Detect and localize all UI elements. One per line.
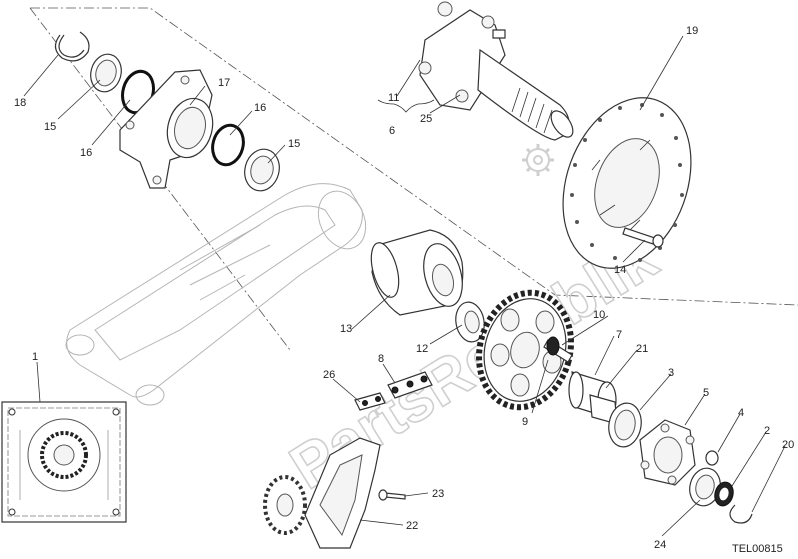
label-17: 17 <box>218 77 230 89</box>
sprocket-flange <box>639 419 696 486</box>
label-13: 13 <box>340 323 352 335</box>
chain-link <box>387 371 433 399</box>
label-8: 8 <box>378 353 384 365</box>
disc-bolt <box>622 227 664 248</box>
ring-washer-upper <box>90 53 122 93</box>
eccentric-hub <box>370 229 464 316</box>
label-18: 18 <box>14 97 26 109</box>
label-5: 5 <box>703 387 709 399</box>
label-4: 4 <box>738 407 744 419</box>
label-6: 6 <box>389 125 395 137</box>
flange-nut <box>705 450 719 466</box>
label-16-upper: 16 <box>80 147 92 159</box>
label-21: 22 <box>406 520 418 532</box>
leader-lines <box>23 35 786 537</box>
label-15-upper: 15 <box>44 121 56 133</box>
label-20: 20 <box>782 439 794 451</box>
label-15-lower: 15 <box>288 138 300 150</box>
label-1: 1 <box>32 351 38 363</box>
caliper-bracket <box>119 69 214 189</box>
sprocket-stud <box>543 336 573 363</box>
label-9: 9 <box>522 416 528 428</box>
axle-nut <box>714 481 734 507</box>
sprocket-cover <box>304 437 381 549</box>
front-sprocket <box>263 475 307 535</box>
label-19: 19 <box>686 25 698 37</box>
sprocket-lightening-holes <box>490 308 562 397</box>
disc-holes <box>570 103 684 262</box>
label-12: 12 <box>416 343 428 355</box>
drawing-code: TEL00815 <box>732 543 783 555</box>
label-11: 11 <box>388 92 399 104</box>
brace-6 <box>377 99 435 113</box>
bearing <box>689 467 721 507</box>
brake-disc <box>562 97 692 269</box>
chain-clip <box>354 392 386 411</box>
label-25: 25 <box>420 113 432 125</box>
inset-detail <box>1 401 127 523</box>
label-26: 26 <box>323 369 335 381</box>
label-3: 3 <box>668 367 674 379</box>
label-22: 23 <box>432 488 444 500</box>
swingarm <box>65 183 367 406</box>
label-14: 14 <box>614 264 626 276</box>
spacer <box>455 301 485 343</box>
label-2: 2 <box>764 425 770 437</box>
sealing-ring <box>608 402 642 448</box>
cover-bolt <box>378 489 406 501</box>
callout-labels: 18 15 16 17 16 15 11 25 6 19 14 13 12 10… <box>14 25 794 555</box>
label-10: 10 <box>593 309 605 321</box>
retaining-clip <box>729 504 753 524</box>
label-23: 21 <box>636 343 648 355</box>
label-24: 24 <box>654 539 666 551</box>
label-7: 7 <box>616 329 622 341</box>
o-ring-lower <box>211 123 245 167</box>
circlip <box>54 31 90 62</box>
assembly-guide-lines <box>29 7 798 351</box>
watermark-gear-icon <box>522 144 554 176</box>
wheel-shaft <box>418 1 574 141</box>
label-16-lower: 16 <box>254 102 266 114</box>
